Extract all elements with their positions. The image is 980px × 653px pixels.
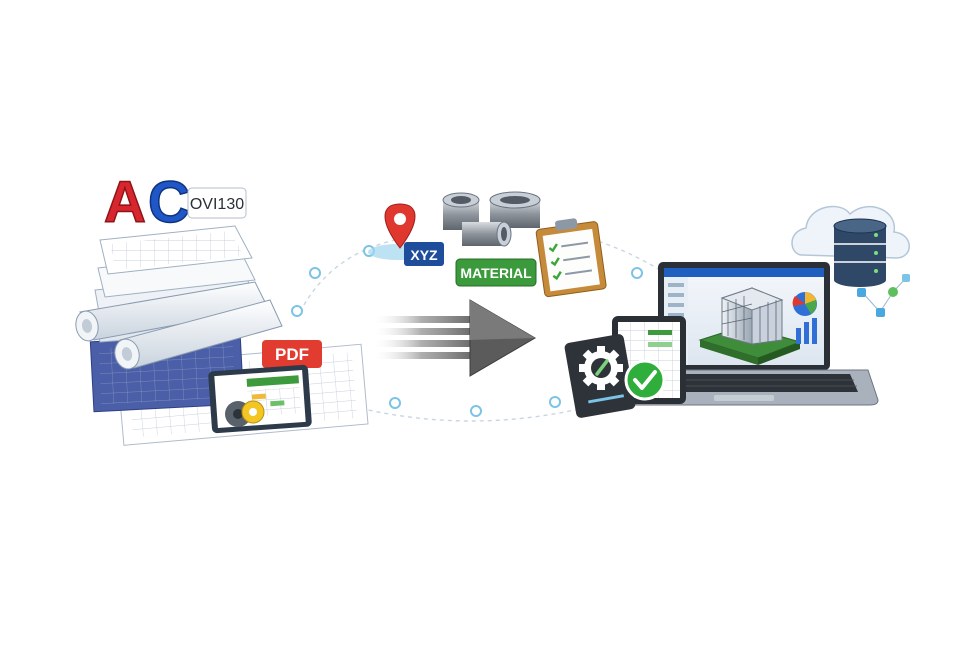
- pipe-fitting-icon: [442, 191, 541, 247]
- material-badge: MATERIAL: [455, 258, 537, 287]
- xyz-label: XYZ: [410, 247, 438, 263]
- software-logo: A C OVI130: [103, 169, 247, 236]
- pie-chart-icon: [792, 292, 817, 316]
- data-elements: XYZ MATERIAL: [368, 191, 607, 298]
- pdf-label: PDF: [275, 345, 309, 364]
- checklist-clipboard-icon: [535, 218, 607, 298]
- building-model-icon: [698, 287, 802, 365]
- source-documents: A C OVI130 PDF: [75, 169, 369, 446]
- cloud-database-icon: [791, 205, 910, 287]
- logo-letter-a: A: [104, 170, 146, 235]
- network-nodes: [857, 274, 910, 317]
- conversion-arrow-icon: [372, 299, 536, 377]
- rolled-drawing-icon: [75, 281, 283, 370]
- logo-letter-c: C: [148, 170, 190, 235]
- material-label: MATERIAL: [460, 265, 532, 281]
- logo-version-badge: OVI130: [190, 196, 244, 213]
- xyz-badge: XYZ: [404, 242, 444, 266]
- connector-dots: [291, 245, 643, 417]
- spreadsheet-tablet-icon: [208, 364, 312, 434]
- target-platform: [564, 205, 910, 418]
- check-icon: [624, 359, 666, 401]
- gear-icon: [225, 400, 265, 427]
- settings-gear-icon: [564, 334, 636, 418]
- pdf-badge: PDF: [262, 340, 322, 368]
- bar-chart-icon: [796, 318, 817, 344]
